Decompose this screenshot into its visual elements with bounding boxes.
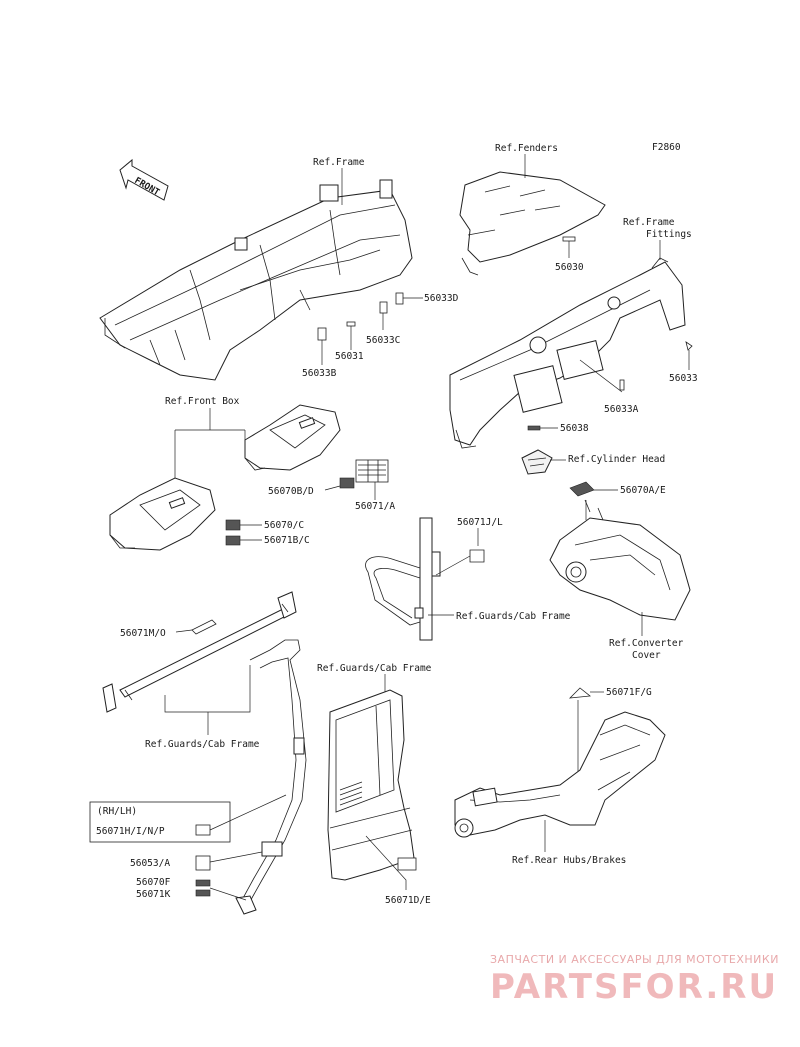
- front-arrow-icon: FRONT: [119, 158, 169, 201]
- label-ref-fenders: Ref.Fenders: [495, 143, 558, 154]
- decal-56071j-l: [469, 549, 485, 563]
- label-56031: 56031: [335, 351, 364, 362]
- rh-lh-box: [89, 801, 231, 843]
- cab-door-illustration: [327, 689, 415, 881]
- watermark-tagline: ЗАПЧАСТИ И АКСЕССУАРЫ ДЛЯ МОТОТЕХНИКИ: [490, 953, 779, 966]
- label-56070a-e: 56070A/E: [620, 485, 666, 496]
- decal-56053-a: [195, 855, 211, 871]
- label-56033a: 56033A: [604, 404, 639, 415]
- frame-fittings-illustration: [449, 257, 686, 449]
- decal-56030: [562, 236, 576, 242]
- label-56033d: 56033D: [424, 293, 459, 304]
- label-56033b: 56033B: [302, 368, 337, 379]
- cross-bar-illustration: [102, 591, 297, 713]
- label-ref-guards-cab-frame-door: Ref.Guards/Cab Frame: [317, 663, 432, 674]
- decal-56071b-c: [225, 535, 241, 546]
- label-56071k: 56071K: [136, 889, 171, 900]
- decal-56071k: [195, 889, 211, 897]
- decal-56071-a: [355, 459, 389, 483]
- main-frame-illustration: [99, 179, 413, 381]
- label-56033c: 56033C: [366, 335, 400, 346]
- cylinder-head-icon: [521, 449, 553, 475]
- decal-56070a-e: [569, 481, 595, 497]
- guard-tube-illustration: [365, 517, 441, 641]
- decal-56033b: [317, 327, 327, 341]
- label-56071f-g: 56071F/G: [606, 687, 652, 698]
- decal-56070-c: [225, 519, 241, 531]
- label-ref-guards-cab-frame-mid: Ref.Guards/Cab Frame: [456, 611, 571, 622]
- fenders-illustration: [459, 171, 606, 276]
- decal-56031: [346, 321, 356, 327]
- label-ref-frame-fittings-1: Ref.Frame: [623, 217, 675, 228]
- decal-56071f-g: [568, 687, 592, 699]
- converter-cover-illustration: [549, 499, 691, 621]
- rear-guard-bar-illustration: [235, 639, 307, 915]
- label-56071b-c: 56071B/C: [264, 535, 310, 546]
- label-56071j-l: 56071J/L: [457, 517, 503, 528]
- decal-56071m-o: [191, 619, 217, 635]
- decal-56070b-d: [339, 477, 355, 489]
- label-56070f: 56070F: [136, 877, 171, 888]
- decal-56033d: [395, 292, 404, 305]
- label-rh-lh: (RH/LH): [97, 806, 137, 817]
- watermark-brand: PARTSFOR.RU: [490, 967, 778, 1007]
- diagram-code: F2860: [652, 142, 681, 153]
- decal-56033a: [619, 379, 625, 391]
- rear-hubs-illustration: [454, 711, 666, 838]
- label-ref-frame: Ref.Frame: [313, 157, 365, 168]
- decal-56071h-i-n-p: [195, 824, 211, 836]
- label-ref-cylinder-head: Ref.Cylinder Head: [568, 454, 665, 465]
- decal-56071d-e: [397, 857, 417, 871]
- label-56071-a: 56071/A: [355, 501, 395, 512]
- label-ref-converter-cover-2: Cover: [632, 650, 661, 661]
- label-56033: 56033: [669, 373, 698, 384]
- label-ref-rear-hubs-brakes: Ref.Rear Hubs/Brakes: [512, 855, 626, 866]
- decal-56033c: [379, 301, 388, 314]
- label-ref-converter-cover-1: Ref.Converter: [609, 638, 684, 649]
- front-box-upper-illustration: [244, 404, 341, 471]
- label-56030: 56030: [555, 262, 584, 273]
- label-56071d-e: 56071D/E: [385, 895, 431, 906]
- label-ref-frame-fittings-2: Fittings: [646, 229, 692, 240]
- label-56070-c: 56070/C: [264, 520, 304, 531]
- front-box-lower-illustration: [109, 477, 216, 551]
- label-56070b-d: 56070B/D: [268, 486, 314, 497]
- label-56038: 56038: [560, 423, 589, 434]
- label-56071m-o: 56071M/O: [120, 628, 166, 639]
- label-ref-front-box: Ref.Front Box: [165, 396, 240, 407]
- door-grille-icon: [339, 781, 363, 806]
- label-56071h-i-n-p: 56071H/I/N/P: [96, 826, 165, 837]
- decal-56033: [685, 341, 693, 351]
- decal-56038: [527, 425, 541, 431]
- label-ref-guards-cab-frame-left: Ref.Guards/Cab Frame: [145, 739, 260, 750]
- decal-56070f: [195, 879, 211, 887]
- label-56053-a: 56053/A: [130, 858, 170, 869]
